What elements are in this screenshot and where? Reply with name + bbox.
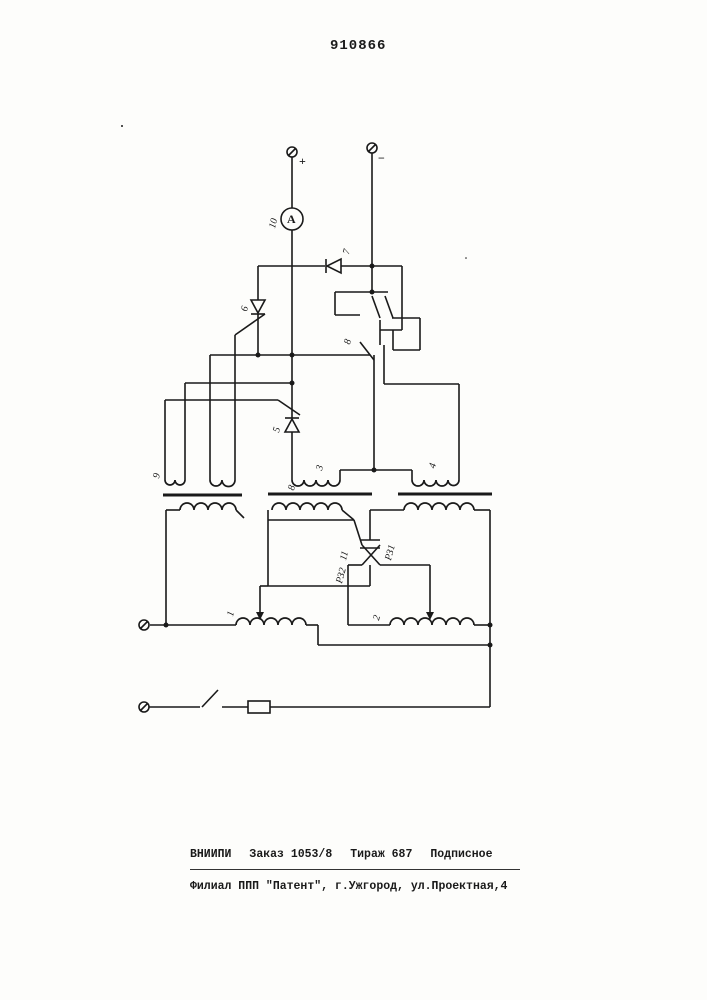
footer-divider: [190, 869, 520, 870]
branch-address: Филиал ППП "Патент", г.Ужгород, ул.Проек…: [190, 880, 507, 893]
ammeter-symbol: A: [287, 212, 296, 226]
publication-footer: ВНИИПИ Заказ 1053/8 Тираж 687 Подписное …: [190, 848, 520, 893]
relay-11: 11 РЗ1 РЗ2: [334, 520, 398, 586]
minus-sign: −: [378, 151, 385, 165]
transformer-1-label: 1: [225, 610, 237, 618]
winding-3: 3: [292, 464, 340, 486]
mains-switch: [202, 690, 218, 707]
subscription: Подписное: [430, 848, 492, 861]
thyristor-5-label: 5: [271, 426, 283, 434]
ammeter: A 10: [267, 208, 303, 230]
relay-11-label: 11: [338, 550, 351, 562]
winding-9-label: 9: [151, 472, 163, 480]
input-terminal-bottom: [139, 702, 149, 712]
transformer-2-label: 2: [371, 614, 383, 622]
rz2-label: РЗ2: [334, 567, 349, 586]
winding-3-label: 3: [314, 464, 326, 473]
switch-8-label: 8: [342, 338, 354, 346]
org-name: ВНИИПИ: [190, 848, 231, 861]
primary-winding-left: [166, 503, 244, 625]
autotransformer-2: 2: [371, 612, 474, 625]
order-number: Заказ 1053/8: [249, 848, 332, 861]
diode-7-label: 7: [341, 247, 353, 256]
winding-9: 9: [151, 472, 235, 487]
diode-7: 7: [326, 247, 353, 273]
plus-terminal: +: [287, 147, 306, 168]
winding-4: 4: [412, 462, 459, 486]
plus-sign: +: [299, 154, 306, 168]
rz1-label: РЗ1: [383, 544, 398, 563]
thyristor-6: 6: [235, 300, 265, 335]
autotransformer-1: 1: [225, 610, 306, 625]
fuse: [248, 701, 270, 713]
switch-8-blade: [360, 342, 374, 360]
thyristor-5: 5: [271, 418, 299, 434]
input-terminal-top: [139, 620, 149, 630]
winding-4-label: 4: [427, 462, 439, 470]
primary-winding-middle: [268, 503, 354, 520]
minus-terminal: −: [367, 143, 385, 165]
ammeter-label: 10: [267, 217, 280, 230]
thyristor-6-label: 6: [239, 305, 251, 313]
circulation: Тираж 687: [350, 848, 412, 861]
